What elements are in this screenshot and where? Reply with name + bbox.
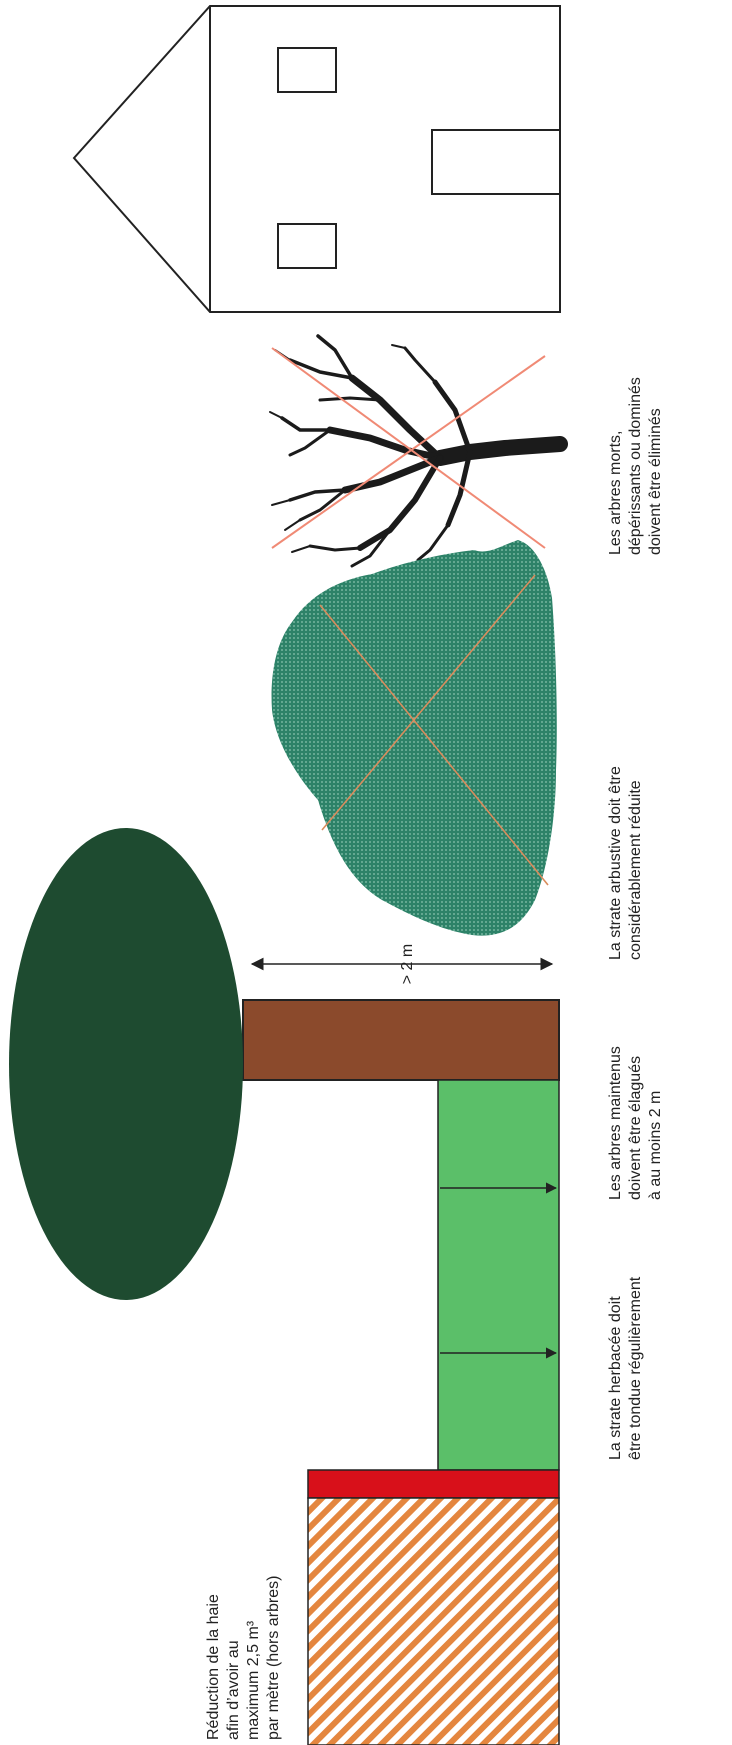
house (74, 6, 560, 312)
hedge-hatched-area (308, 1498, 559, 1745)
house-window-bottom (278, 224, 336, 268)
label-pruned-trees-line-2: doivent être élagués (627, 1056, 644, 1200)
label-hedge-reduction-line-3: maximum 2,5 m³ (245, 1620, 262, 1740)
hedge-red-band (308, 1470, 559, 1498)
label-shrub-line-1: La strate arbustive doit être (607, 766, 624, 960)
label-pruned-trees: Les arbres maintenus doivent être élagué… (607, 1046, 664, 1200)
house-window-top (278, 48, 336, 92)
label-pruned-trees-line-3: à au moins 2 m (647, 1091, 664, 1200)
tree-trunk (243, 1000, 559, 1080)
label-herbaceous-line-2: être tondue régulièrement (627, 1276, 644, 1460)
label-dead-trees-line-2: dépérissants ou dominés (627, 377, 644, 555)
label-hedge-reduction: Réduction de la haie afin d’avoir au max… (205, 1576, 282, 1741)
label-shrub: La strate arbustive doit être considérab… (607, 766, 644, 960)
label-dead-trees: Les arbres morts, dépérissants ou dominé… (607, 377, 664, 555)
label-dead-trees-line-3: doivent être éliminés (647, 408, 664, 555)
tree-canopy (9, 828, 243, 1300)
label-shrub-line-2: considérablement réduite (627, 780, 644, 960)
label-hedge-reduction-line-1: Réduction de la haie (205, 1594, 222, 1740)
dead-tree-trunk (440, 444, 560, 458)
house-door (432, 130, 560, 194)
label-hedge-reduction-line-4: par mètre (hors arbres) (265, 1576, 282, 1741)
dead-tree (270, 336, 560, 566)
herbaceous-stratum (438, 1080, 559, 1470)
label-herbaceous: La strate herbacée doit être tondue régu… (607, 1276, 644, 1460)
label-dead-trees-line-1: Les arbres morts, (607, 431, 624, 555)
label-herbaceous-line-1: La strate herbacée doit (607, 1296, 624, 1460)
label-pruned-trees-line-1: Les arbres maintenus (607, 1046, 624, 1200)
label-hedge-reduction-line-2: afin d’avoir au (225, 1640, 242, 1740)
height-marker-label: > 2 m (399, 944, 416, 984)
